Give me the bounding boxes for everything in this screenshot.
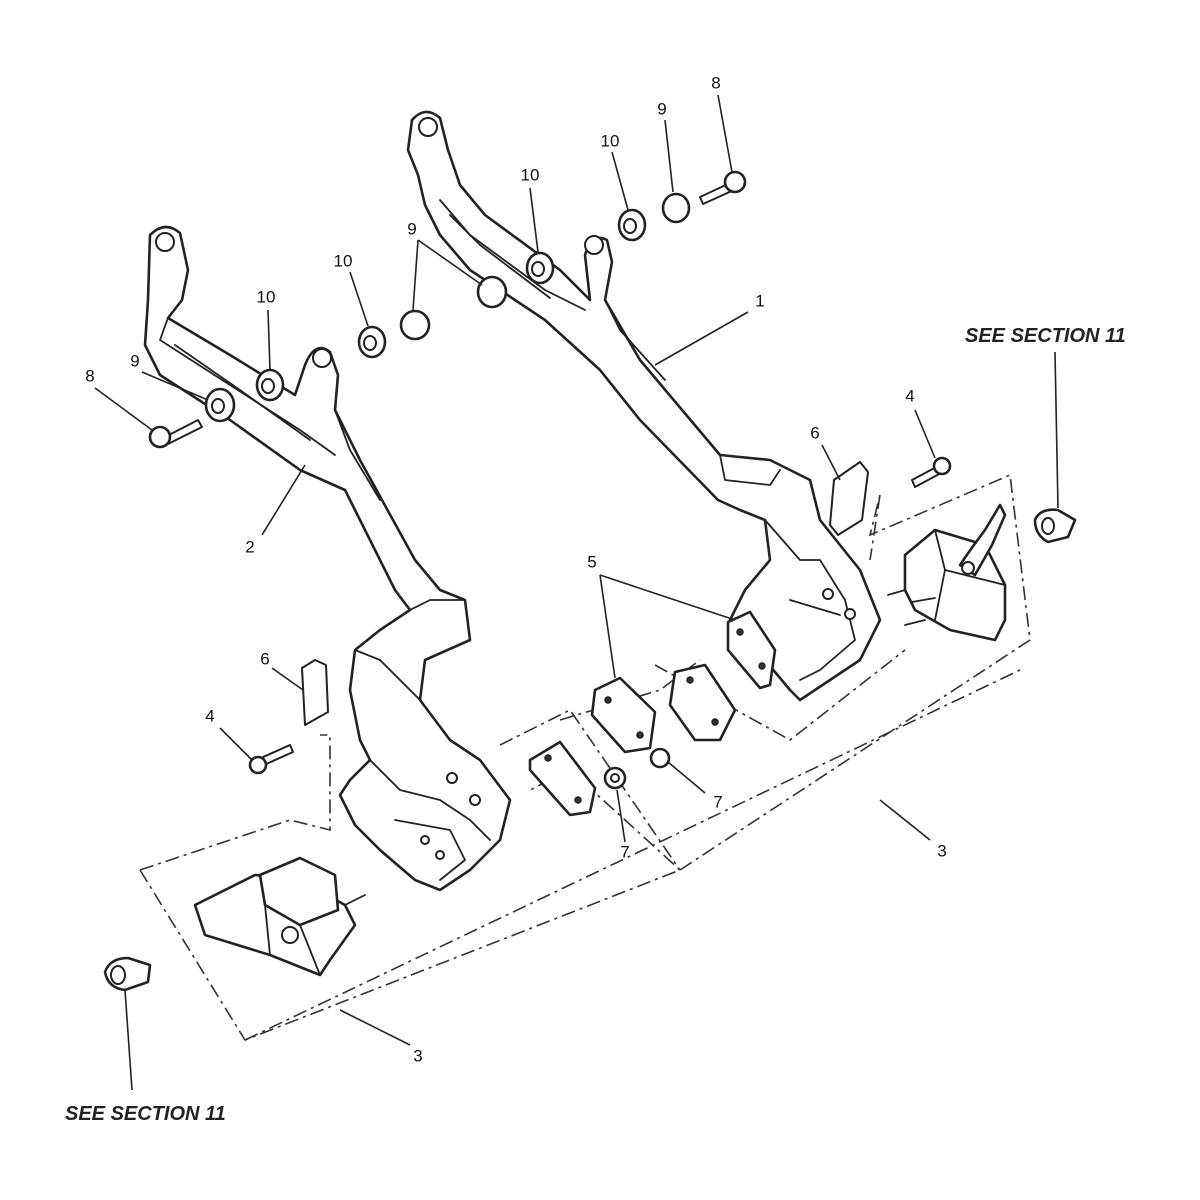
callout-2: 2 bbox=[245, 537, 254, 556]
callout-10-c: 10 bbox=[521, 165, 540, 184]
switch-right bbox=[887, 503, 1007, 642]
bushes bbox=[603, 747, 671, 790]
callout-labels: 1 2 3 3 4 4 5 6 6 7 7 8 8 9 9 9 10 10 10… bbox=[85, 73, 946, 1065]
callout-6-left: 6 bbox=[260, 649, 269, 668]
pads bbox=[528, 610, 777, 817]
callout-5: 5 bbox=[587, 552, 596, 571]
callout-3-right: 3 bbox=[937, 841, 946, 860]
callout-10-a: 10 bbox=[257, 287, 276, 306]
callout-7-left: 7 bbox=[620, 842, 629, 861]
see-section-note-left: SEE SECTION 11 bbox=[65, 1103, 226, 1125]
switch-pads bbox=[301, 461, 869, 726]
callout-4-right: 4 bbox=[905, 386, 914, 405]
callout-4-left: 4 bbox=[205, 706, 214, 725]
see-section-note-right: SEE SECTION 11 bbox=[965, 325, 1126, 347]
callout-9-right: 9 bbox=[657, 99, 666, 118]
callout-8-right: 8 bbox=[711, 73, 720, 92]
leader-lines bbox=[94, 94, 1059, 1091]
bolts bbox=[148, 170, 952, 775]
callout-3-bottom: 3 bbox=[413, 1046, 422, 1065]
callout-1: 1 bbox=[755, 291, 764, 310]
connectors bbox=[103, 508, 1077, 992]
callout-6-right: 6 bbox=[810, 423, 819, 442]
callout-8-left: 8 bbox=[85, 366, 94, 385]
callout-9-left: 9 bbox=[130, 351, 139, 370]
callout-9-mid: 9 bbox=[407, 219, 416, 238]
bracket-left bbox=[143, 225, 512, 892]
switch-left bbox=[193, 856, 366, 977]
bracket-right bbox=[406, 110, 882, 702]
callout-7-right: 7 bbox=[713, 792, 722, 811]
callout-10-d: 10 bbox=[601, 131, 620, 150]
washers bbox=[204, 192, 691, 423]
callout-10-b: 10 bbox=[334, 251, 353, 270]
